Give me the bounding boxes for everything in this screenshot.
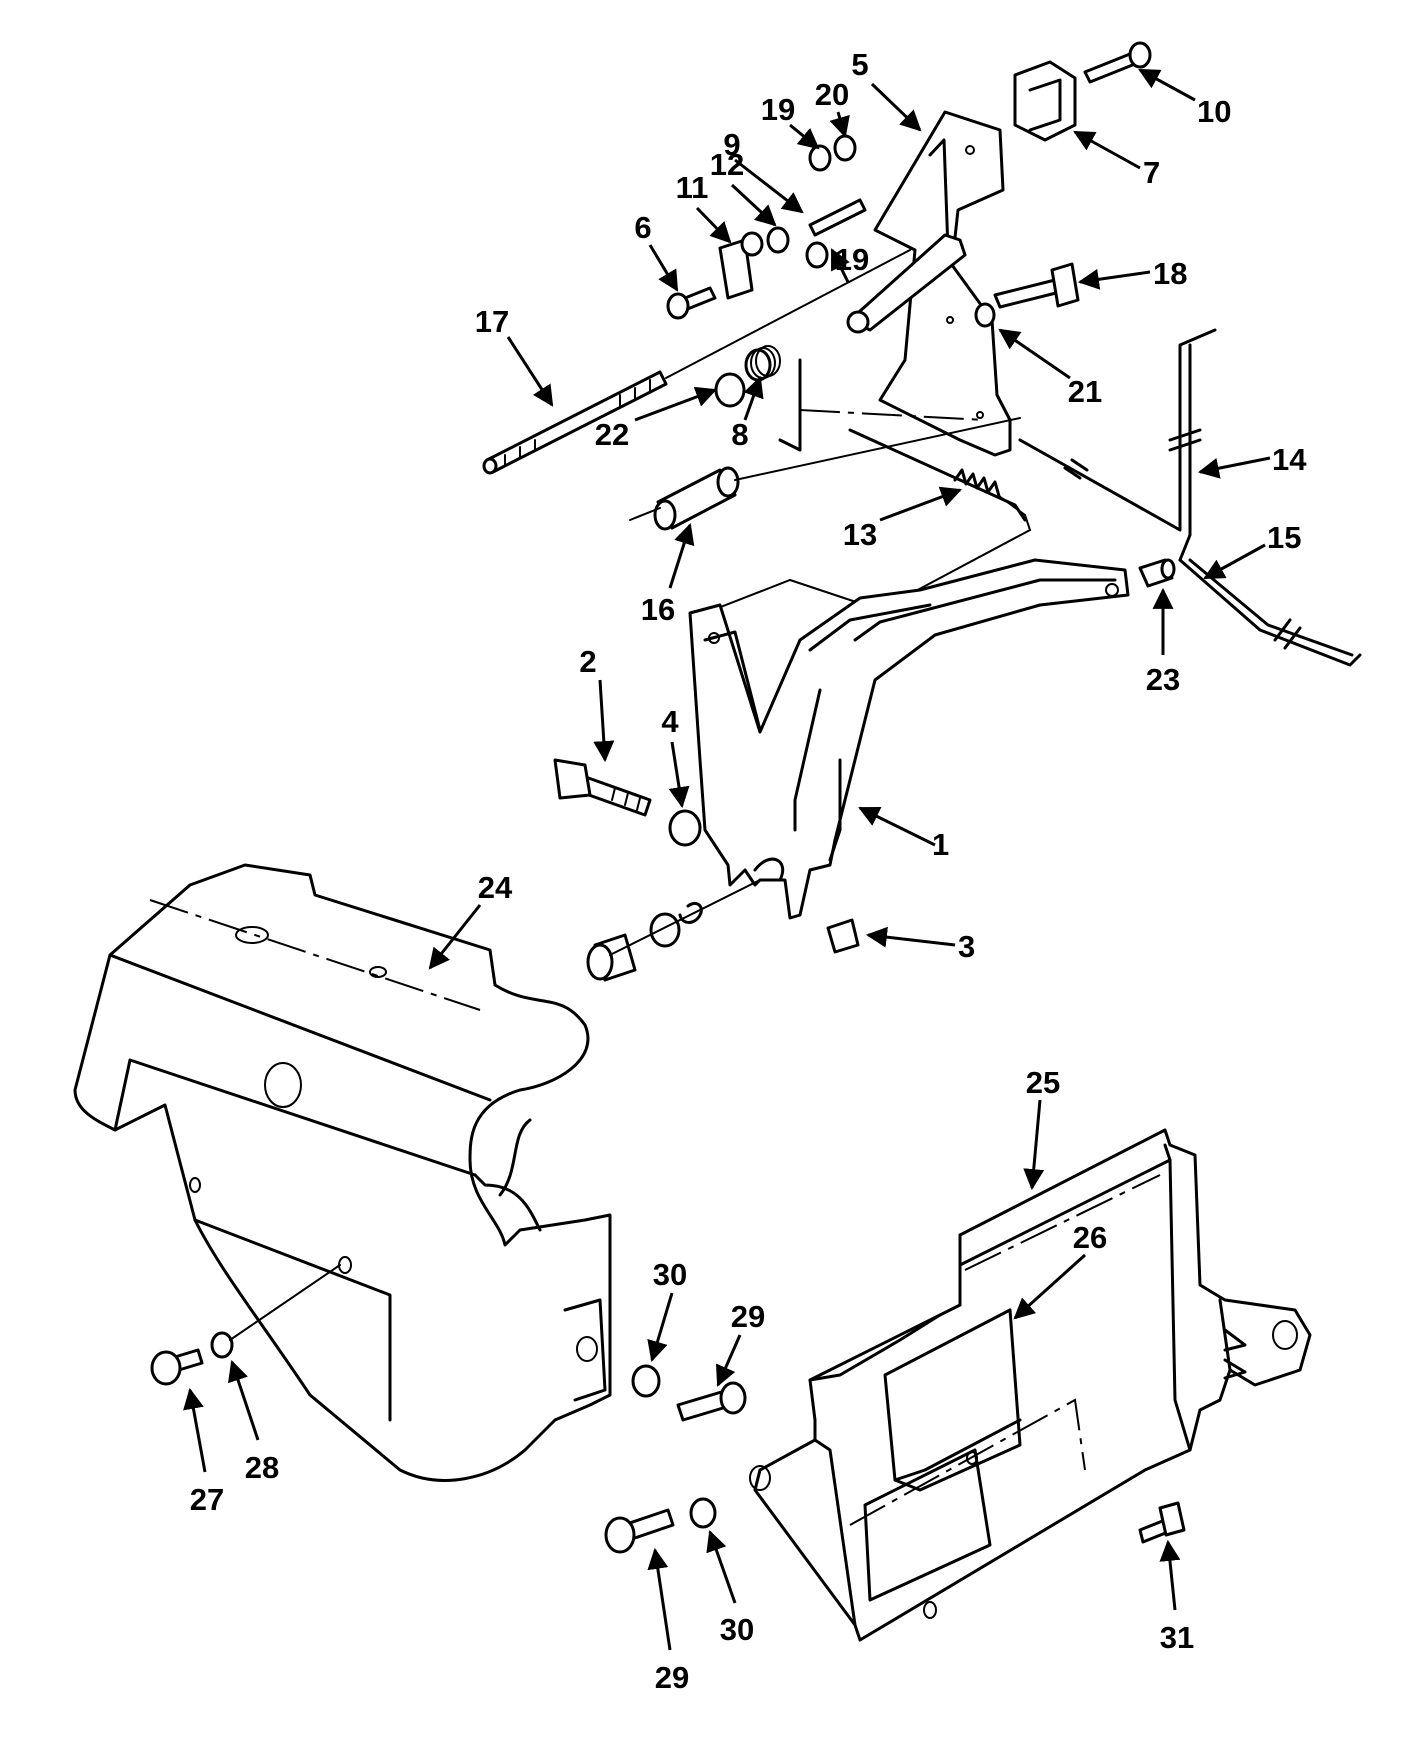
part-guard-25 xyxy=(749,1128,1312,1642)
callout-28: 28 xyxy=(245,1450,279,1485)
callout-13: 13 xyxy=(843,517,877,552)
callout-23: 23 xyxy=(1146,662,1180,697)
callout-22: 22 xyxy=(595,417,629,452)
callout-26: 26 xyxy=(1073,1220,1107,1255)
callout-arrows xyxy=(183,68,1271,1651)
part-spring-8 xyxy=(744,345,781,382)
part-washer-19b xyxy=(805,241,829,269)
part-lever-1 xyxy=(688,558,1130,920)
callout-30b: 30 xyxy=(720,1612,754,1647)
callout-8: 8 xyxy=(731,417,748,452)
part-bolt-6 xyxy=(666,286,717,320)
callout-14: 14 xyxy=(1272,442,1307,477)
callout-24: 24 xyxy=(478,870,513,905)
callout-6: 6 xyxy=(634,210,651,245)
part-fitting-23 xyxy=(1138,558,1176,588)
callout-19b: 19 xyxy=(835,242,869,277)
part-bolt-10 xyxy=(1083,41,1152,84)
callout-31: 31 xyxy=(1160,1620,1194,1655)
part-bolt-18 xyxy=(993,262,1080,309)
part-washer-19a xyxy=(808,144,832,172)
part-washer-30a xyxy=(631,1364,661,1398)
part-washer-set xyxy=(586,879,761,982)
part-washer-12 xyxy=(766,226,790,254)
callout-29b: 29 xyxy=(655,1660,689,1695)
callout-29a: 29 xyxy=(731,1299,765,1334)
part-washer-21 xyxy=(974,302,996,328)
part-bolt-29b xyxy=(604,1508,675,1554)
callout-30a: 30 xyxy=(653,1257,687,1292)
part-cover-24 xyxy=(73,863,612,1482)
part-washer-30b xyxy=(689,1497,717,1529)
callout-12: 12 xyxy=(710,147,744,182)
callout-17: 17 xyxy=(475,304,509,339)
part-bolt-29a xyxy=(676,1381,747,1422)
callout-10: 10 xyxy=(1197,94,1231,129)
callout-4: 4 xyxy=(661,704,679,739)
callout-1: 1 xyxy=(932,827,949,862)
part-rod-15 xyxy=(1178,558,1362,667)
part-washer-4 xyxy=(668,809,702,847)
callout-20: 20 xyxy=(815,77,849,112)
callout-5: 5 xyxy=(851,47,868,82)
callout-16: 16 xyxy=(641,592,675,627)
callout-labels: 1 2 3 4 5 6 7 8 9 10 11 12 13 14 15 16 1… xyxy=(190,47,1307,1695)
part-bracket-5 xyxy=(778,110,1027,522)
callout-18: 18 xyxy=(1153,256,1187,291)
part-bolt-2 xyxy=(553,758,652,817)
part-rod-14 xyxy=(1018,328,1217,562)
callout-2: 2 xyxy=(579,644,596,679)
part-rod-17 xyxy=(482,249,911,475)
part-plate-26 xyxy=(849,1308,1086,1602)
callout-19a: 19 xyxy=(761,92,795,127)
callout-9: 9 xyxy=(723,127,740,162)
callout-21: 21 xyxy=(1068,374,1102,409)
part-bolt-31 xyxy=(1138,1501,1186,1544)
part-bushing-11 xyxy=(718,238,754,300)
part-nut-3 xyxy=(826,918,860,954)
part-washer-22 xyxy=(714,372,746,408)
callout-25: 25 xyxy=(1026,1065,1060,1100)
part-pin-9 xyxy=(808,198,867,237)
callout-15: 15 xyxy=(1267,520,1301,555)
part-clip-7 xyxy=(1013,60,1077,142)
callout-3: 3 xyxy=(958,929,975,964)
callout-7: 7 xyxy=(1143,155,1160,190)
part-sleeve-16 xyxy=(629,417,1021,531)
part-washer-28 xyxy=(210,1331,234,1359)
part-washer-20 xyxy=(833,134,857,162)
callout-27: 27 xyxy=(190,1482,224,1517)
part-bolt-27 xyxy=(150,1348,204,1386)
callout-11: 11 xyxy=(676,170,709,205)
